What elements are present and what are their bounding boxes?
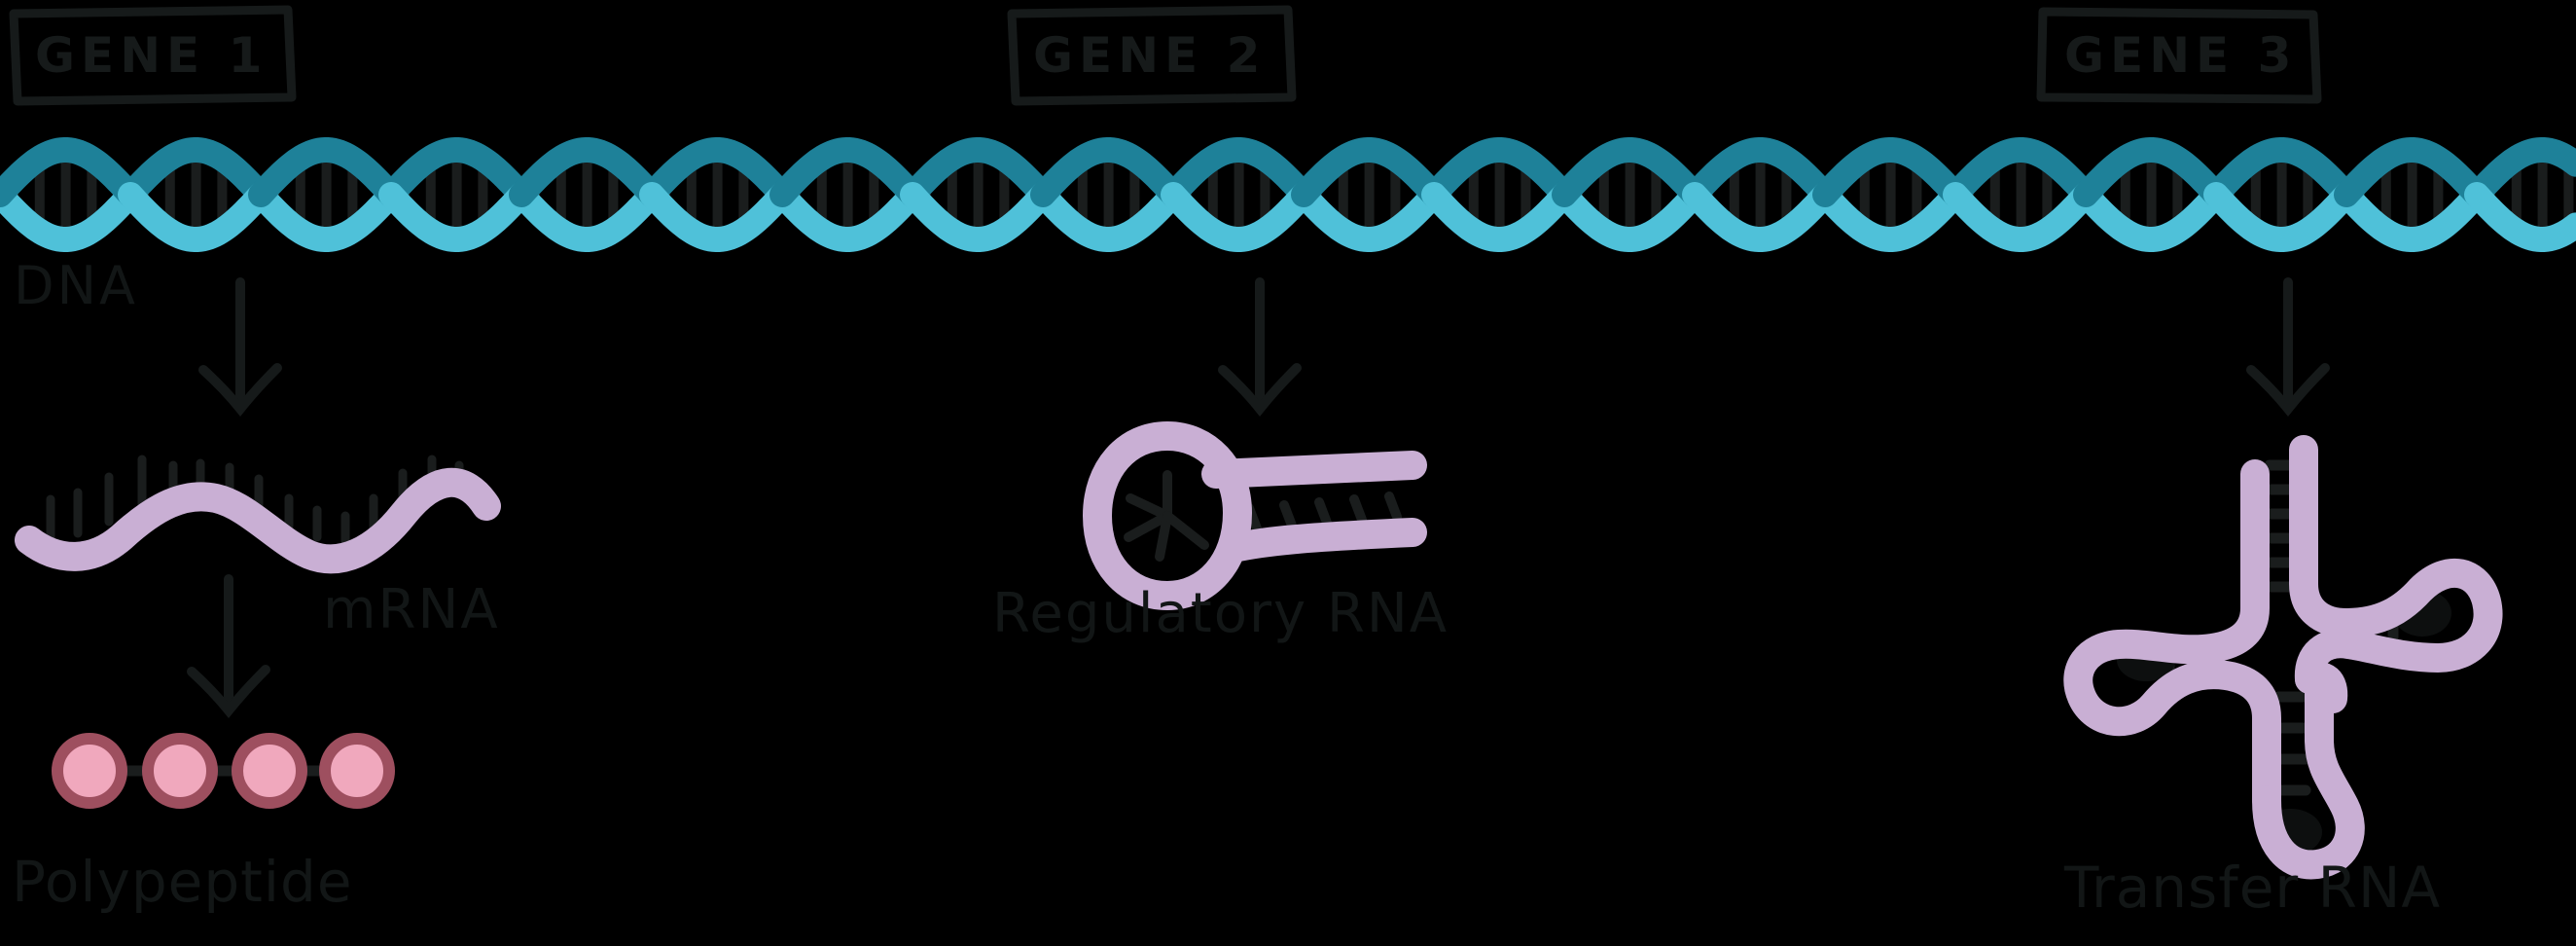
gene-2-box	[1007, 5, 1297, 106]
arrow-transcription-gene2	[1218, 277, 1302, 418]
polypeptide-bead	[52, 733, 127, 809]
polypeptide-bead	[142, 733, 218, 809]
dna-strand-segment	[2073, 180, 2230, 252]
regulatory-rna-stem-bottom	[1219, 518, 1427, 563]
dna-strand-segment	[1291, 180, 1448, 252]
dna-strands	[0, 137, 2576, 252]
polypeptide-label: Polypeptide	[12, 849, 353, 915]
dna-strand-segment	[509, 180, 665, 252]
mrna-label: mRNA	[323, 578, 500, 641]
dna-strand-segment	[2334, 137, 2490, 209]
trna-backbone	[2063, 435, 2503, 880]
dna-strand-segment	[1421, 180, 1578, 252]
polypeptide-bead	[319, 733, 395, 809]
dna-strand-segment	[2203, 137, 2360, 209]
regulatory-rna-stem-top	[1201, 451, 1427, 489]
dna-strand-segment	[769, 137, 926, 209]
dna-strand-segment	[1161, 180, 1317, 252]
dna-strand-segment	[639, 180, 796, 252]
arrow-translation-gene1	[187, 574, 270, 719]
dna-strand-segment	[769, 180, 926, 252]
dna-strand-segment	[378, 137, 535, 209]
arrow-head	[198, 363, 282, 418]
arrow-transcription-gene3	[2246, 277, 2330, 418]
dna-strand-segment	[1812, 137, 1969, 209]
dna-label: DNA	[14, 255, 138, 316]
dna-strand-segment	[248, 180, 405, 252]
dna-strand-segment	[378, 180, 535, 252]
dna-strand-segment	[248, 137, 405, 209]
dna-strand-segment	[2464, 182, 2576, 252]
dna-strand-segment	[1682, 137, 1839, 209]
dna-strand-segment	[1030, 137, 1187, 209]
dna-strand-segment	[0, 137, 144, 209]
dna-strand-segment	[1812, 180, 1969, 252]
arrow-transcription-gene1	[198, 277, 282, 418]
dna-strand-segment	[1421, 137, 1578, 209]
dna-strand-segment	[1552, 137, 1708, 209]
dna-strand-segment	[1552, 180, 1708, 252]
dna-strand-segment	[900, 180, 1056, 252]
arrow-head	[2246, 363, 2330, 418]
transfer-rna-label: Transfer RNA	[2064, 855, 2442, 921]
dna-strand-segment	[509, 137, 665, 209]
dna-strand-segment	[2464, 137, 2576, 207]
dna-strand-segment	[639, 137, 796, 209]
dna-strand-segment	[0, 180, 144, 252]
regulatory-rna-label: Regulatory RNA	[992, 582, 1449, 645]
dna-strand-segment	[1161, 137, 1317, 209]
regulatory-rna-loop	[1082, 420, 1253, 611]
dna-strand-segment	[1682, 180, 1839, 252]
gene-1-box	[9, 5, 297, 106]
dna-strand-segment	[2203, 180, 2360, 252]
polypeptide-beads	[52, 733, 395, 809]
dna-strand-segment	[900, 137, 1056, 209]
dna-strand-segment	[1030, 180, 1187, 252]
dna-strand-segment	[1943, 180, 2099, 252]
dna-strand-segment	[1291, 137, 1448, 209]
mrna-strand	[15, 467, 501, 574]
arrow-head	[187, 665, 270, 719]
dna-strand-segment	[118, 180, 274, 252]
arrow-head	[1218, 363, 1302, 418]
polypeptide-bead	[232, 733, 307, 809]
gene-3-box	[2036, 7, 2322, 104]
dna-strand-segment	[1943, 137, 2099, 209]
dna-strand-segment	[118, 137, 274, 209]
regulatory-rna-loop-spokes	[1124, 470, 1209, 562]
dna-strand-segment	[2334, 180, 2490, 252]
dna-strand-segment	[2073, 137, 2230, 209]
